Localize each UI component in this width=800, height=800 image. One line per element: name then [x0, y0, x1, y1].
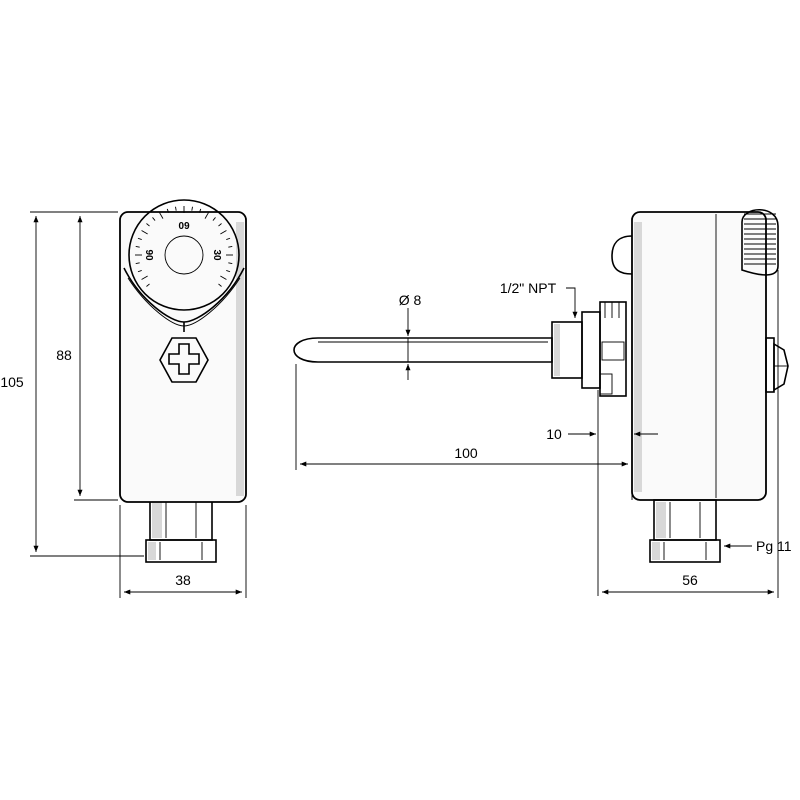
side-cable-gland	[649, 499, 721, 563]
dial-tick	[141, 275, 148, 280]
dial-tick	[220, 230, 227, 235]
dial-tick	[218, 223, 222, 227]
dial-tick	[135, 262, 140, 264]
dim-depth: 56	[682, 572, 698, 588]
dial-tick	[198, 208, 202, 213]
dim-flange: 10	[546, 426, 562, 442]
dim-body-width: 38	[175, 572, 191, 588]
dial-tick	[191, 206, 193, 211]
front-view: 60 90 30 105 88 38	[0, 199, 247, 598]
threaded-fitting	[551, 301, 627, 397]
side-view: Ø 8 1/2" NPT 10 100 56 Pg 11	[293, 209, 792, 598]
front-cable-gland	[145, 499, 217, 563]
dial-label-left: 90	[143, 249, 154, 261]
mounting-bolt	[765, 337, 789, 393]
dial-tick	[146, 283, 150, 287]
dial-tick	[226, 269, 231, 273]
dial-tick	[137, 237, 142, 241]
dial-tick	[204, 212, 209, 219]
dim-overall-height: 105	[0, 374, 24, 390]
dial-label-top: 60	[178, 219, 190, 230]
dial-tick	[141, 230, 148, 235]
dial-tick	[137, 269, 142, 273]
dial-tick	[175, 206, 177, 211]
dial-tick	[135, 246, 140, 248]
dial-tick	[146, 223, 150, 227]
cross-head-screw	[159, 337, 209, 383]
side-top-bump	[611, 235, 633, 275]
dial-label-right: 30	[211, 249, 222, 261]
dial-tick	[212, 217, 216, 221]
dim-probe-diameter: Ø 8	[399, 292, 422, 308]
dim-thread: 1/2" NPT	[500, 280, 557, 296]
dial-tick	[218, 283, 222, 287]
dial-tick	[220, 275, 227, 280]
dial-tick	[166, 208, 170, 213]
adjustment-knob[interactable]	[741, 209, 779, 276]
dim-gland: Pg 11	[756, 538, 792, 554]
temperature-dial[interactable]: 60 90 30	[128, 199, 240, 311]
side-housing	[631, 211, 767, 501]
dial-tick	[159, 212, 164, 219]
dial-tick	[152, 217, 156, 221]
dial-tick	[228, 246, 233, 248]
dial-tick	[228, 262, 233, 264]
dim-body-height: 88	[56, 347, 72, 363]
immersion-probe	[293, 337, 553, 363]
dial-tick	[226, 237, 231, 241]
front-housing	[119, 211, 247, 503]
dim-probe-length: 100	[454, 445, 478, 461]
